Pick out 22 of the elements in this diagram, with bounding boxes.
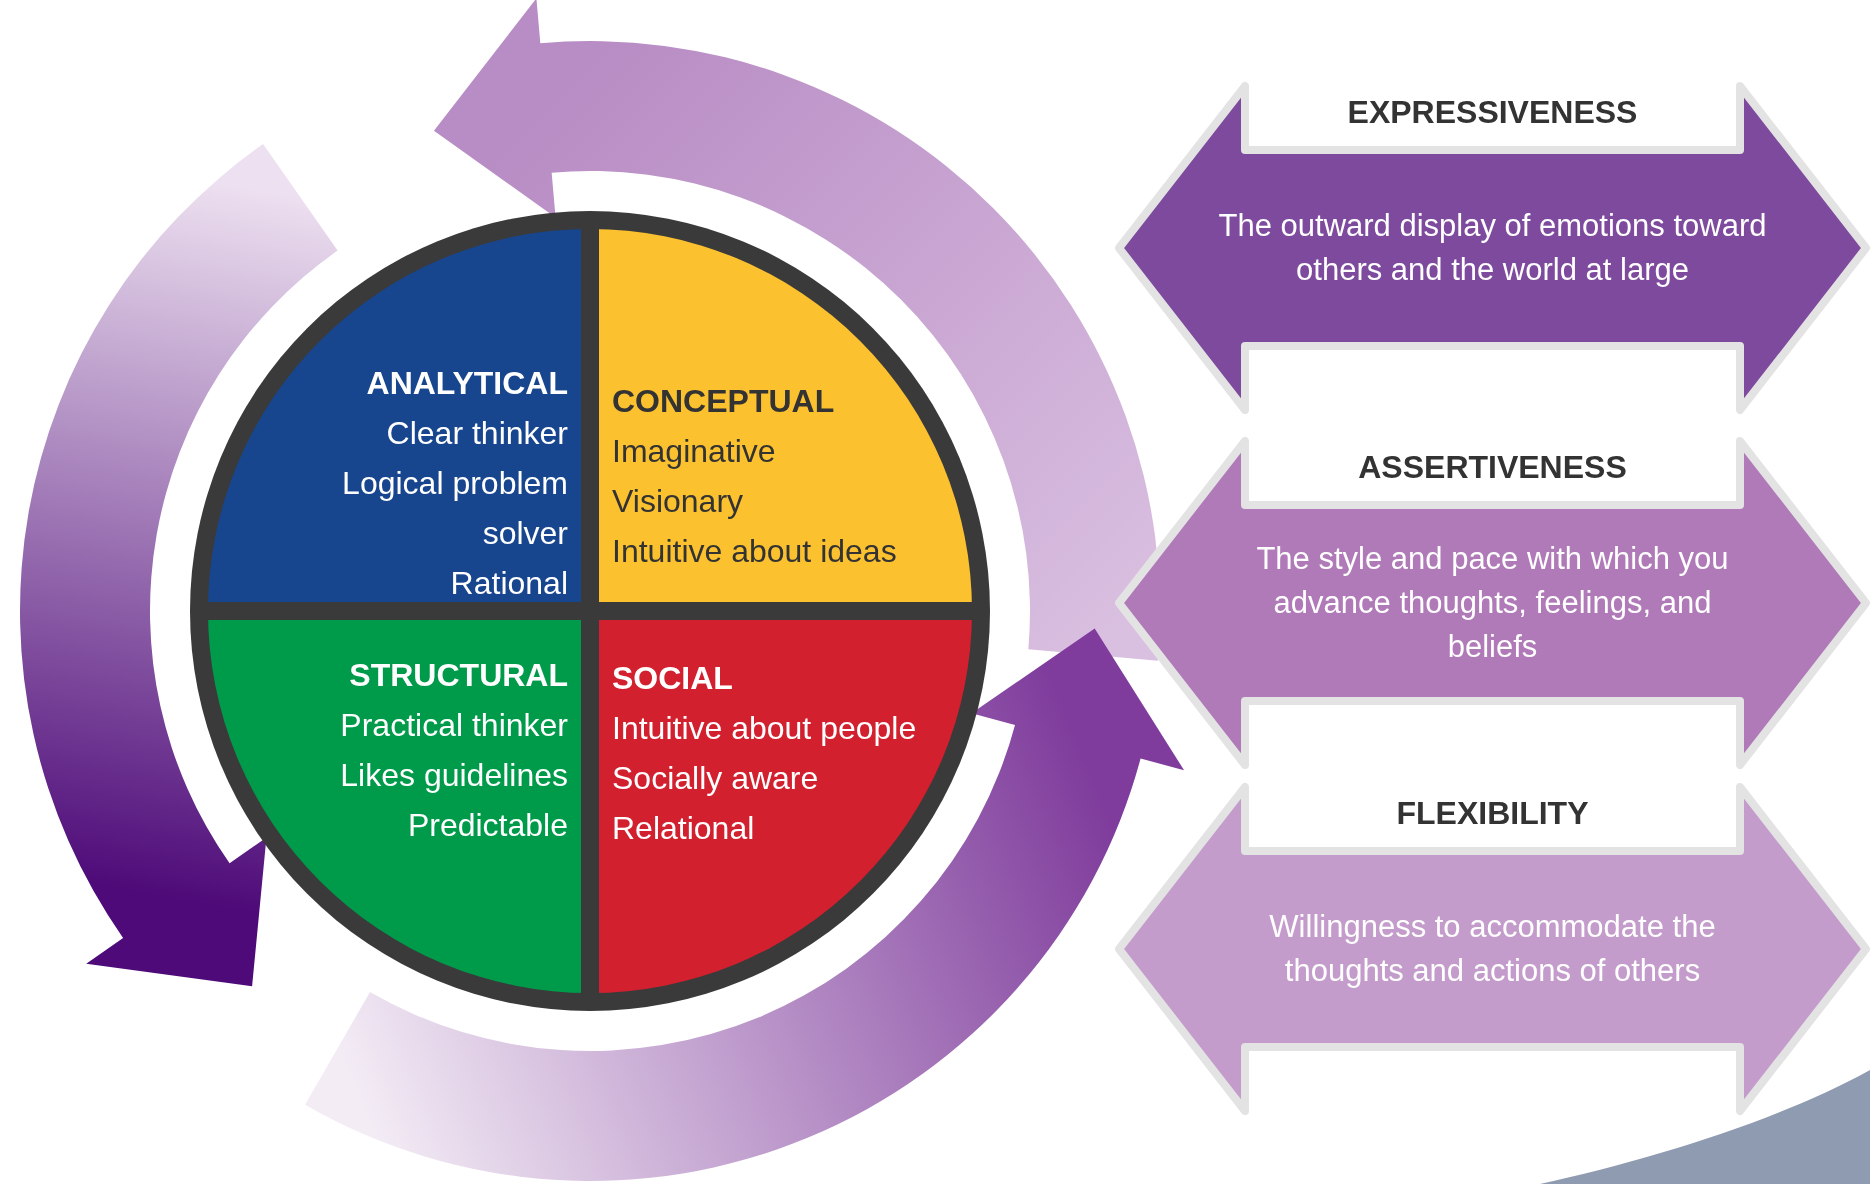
trait-text: Relational	[612, 809, 756, 848]
arrow-description: The style and pace with which you advance thoughts, feelings, and beliefs	[1255, 540, 1730, 666]
arrow-description: Willingness to accommodate the thoughts and actions of others	[1268, 908, 1717, 990]
arrow-heading: ASSERTIVENESS	[1357, 449, 1628, 486]
trait-text: Intuitive about people	[612, 709, 918, 748]
trait-text: Clear thinker	[385, 414, 568, 453]
trait-text: Imaginative	[612, 432, 777, 471]
trait-text: Practical thinker	[339, 706, 568, 745]
trait-text: Visionary	[612, 482, 745, 521]
trait-text: Rational	[449, 564, 568, 603]
quadrant-title: SOCIAL	[612, 659, 734, 698]
quadrant-title: STRUCTURAL	[348, 656, 568, 695]
quadrant-title: ANALYTICAL	[365, 364, 568, 403]
trait-text: Likes guidelines	[339, 756, 568, 795]
trait-text: Socially aware	[612, 759, 820, 798]
trait-text: Predictable	[406, 806, 568, 845]
arrow-heading: EXPRESSIVENESS	[1346, 94, 1639, 131]
arrow-heading: FLEXIBILITY	[1395, 795, 1590, 832]
arrow-description: The outward display of emotions toward others and the world at large	[1217, 207, 1768, 289]
quadrant-title: CONCEPTUAL	[612, 382, 836, 421]
trait-text: Intuitive about ideas	[612, 532, 898, 571]
trait-text: Logical problem solver	[341, 464, 568, 553]
